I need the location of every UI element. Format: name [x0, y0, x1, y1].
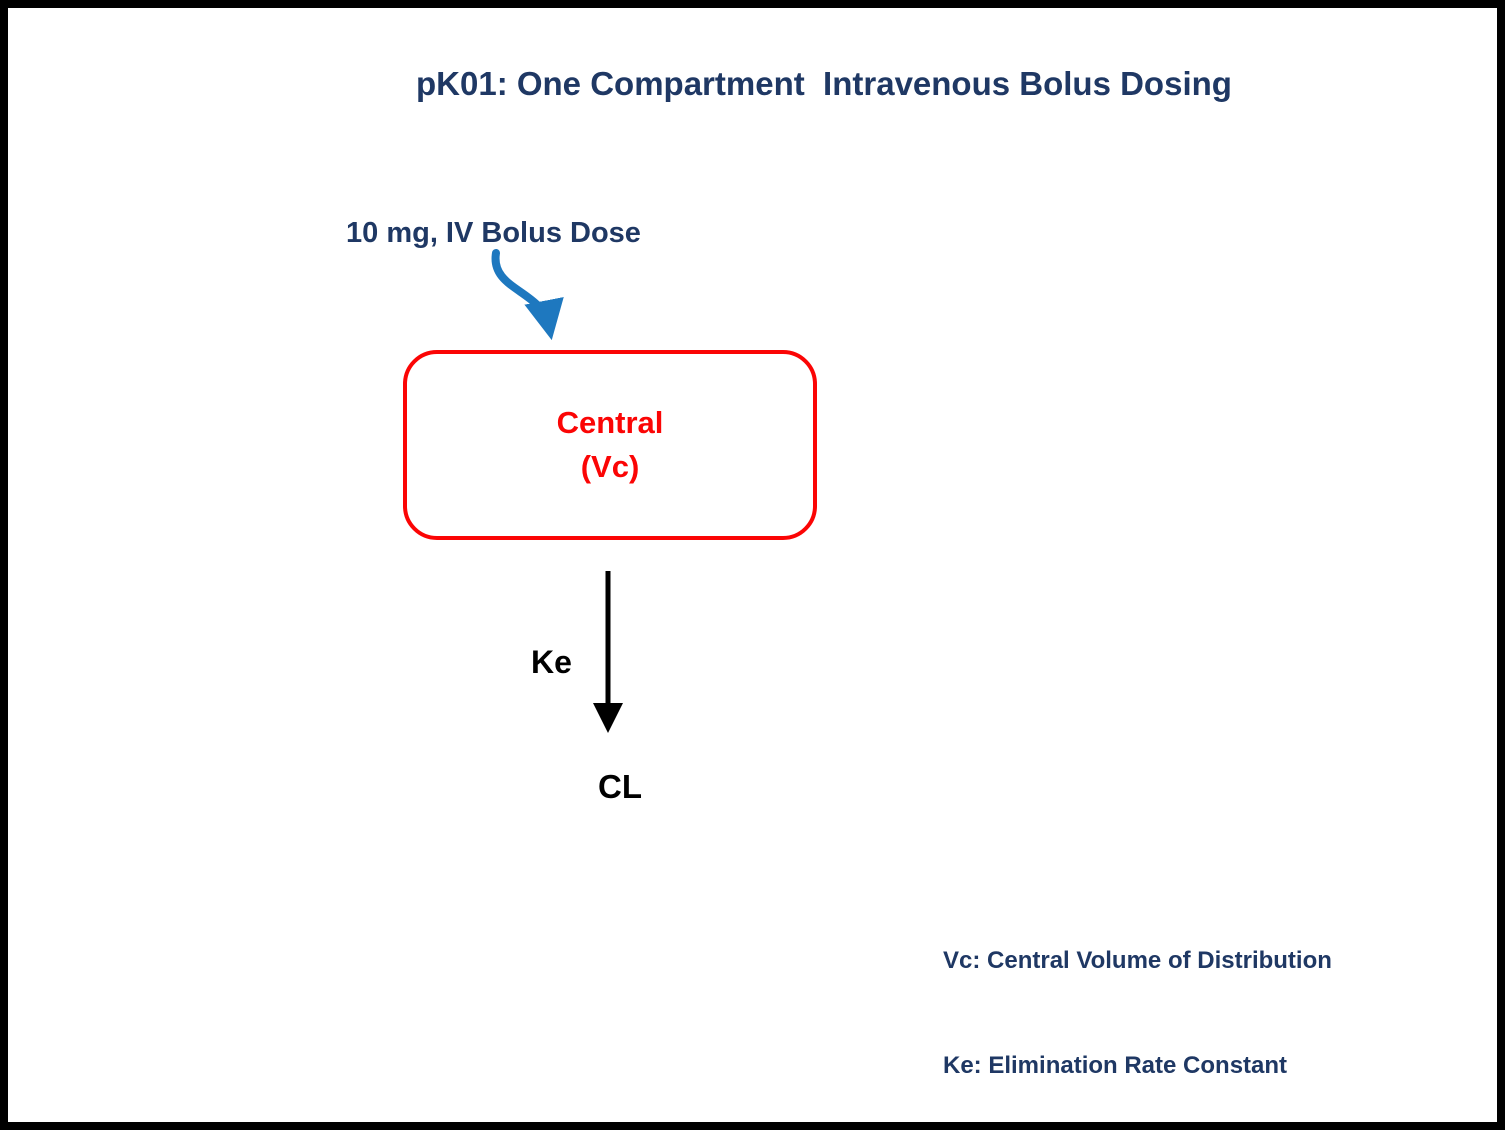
compartment-volume-label: (Vc): [580, 449, 640, 484]
central-compartment-box: Central (Vc): [403, 350, 817, 540]
legend-item-vc: Vc: Central Volume of Distribution: [943, 947, 1332, 974]
dose-label: 10 mg, IV Bolus Dose: [346, 217, 641, 249]
elimination-rate-label: Ke: [531, 644, 572, 680]
compartment-name-label: Central: [556, 405, 664, 440]
diagram-title: pK01: One Compartment Intravenous Bolus …: [416, 65, 1232, 102]
dose-arrow-icon: [491, 249, 564, 341]
clearance-label: CL: [598, 768, 642, 805]
legend: Vc: Central Volume of Distribution Ke: E…: [943, 873, 1332, 1122]
legend-item-ke: Ke: Elimination Rate Constant: [943, 1052, 1288, 1079]
